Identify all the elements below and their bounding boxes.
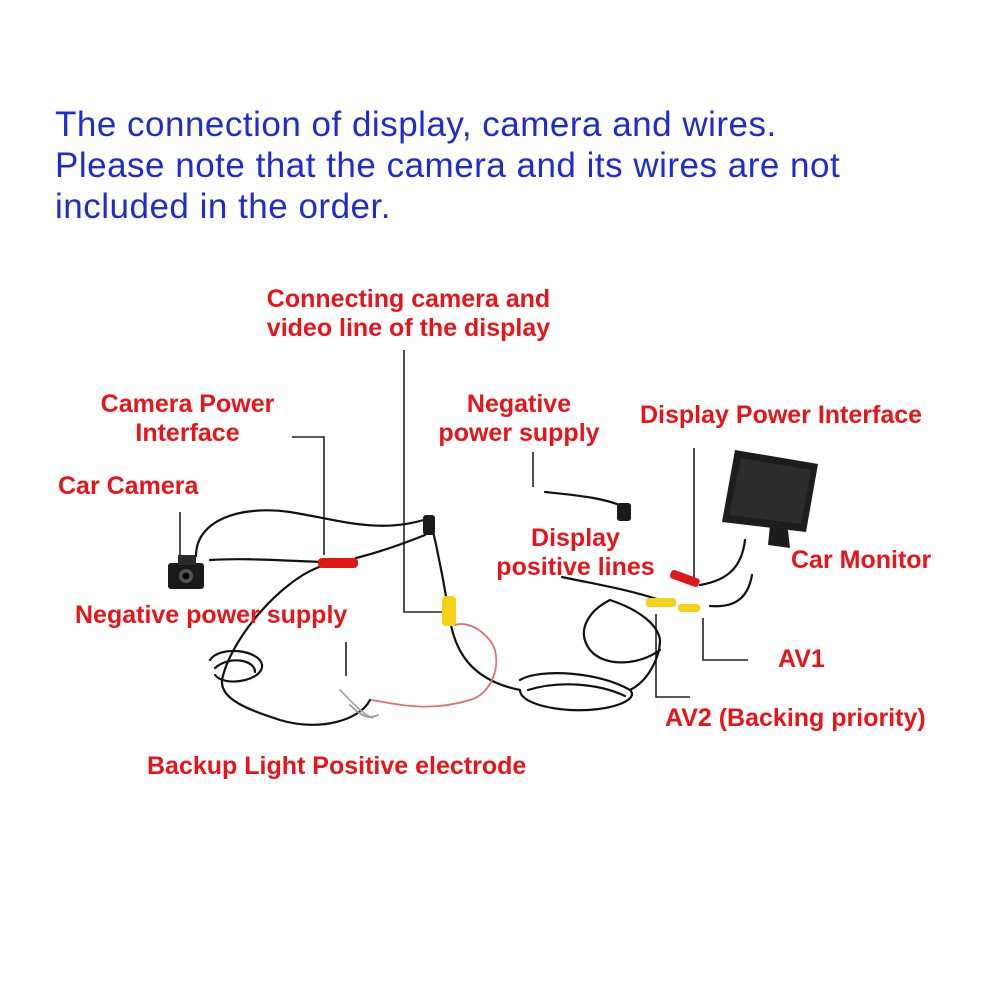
label-display-positive-lines: Display positive lines xyxy=(478,524,673,582)
label-negative-top-1: Negative xyxy=(466,390,572,418)
label-camera-power-1: Camera Power xyxy=(100,390,275,418)
mid-connector xyxy=(423,515,435,535)
label-connecting-video-line: Connecting camera and video line of the … xyxy=(236,285,581,343)
label-negative-power-supply-top: Negative power supply xyxy=(424,390,614,448)
top-connector xyxy=(617,503,631,521)
video-cable-down xyxy=(448,618,522,692)
camera-power-red-plug xyxy=(318,558,358,568)
coil-right xyxy=(518,672,633,712)
leader-connecting-line xyxy=(403,350,444,613)
label-backup-light: Backup Light Positive electrode xyxy=(147,752,527,780)
display-cable-right xyxy=(608,598,662,692)
car-monitor-device xyxy=(722,450,818,548)
label-av1: AV1 xyxy=(778,645,825,673)
label-negative-power-supply-left: Negative power supply xyxy=(75,601,348,629)
label-display-power-interface: Display Power Interface xyxy=(640,401,923,429)
label-camera-power-2: Interface xyxy=(135,419,240,447)
leader-camera-power xyxy=(292,436,325,555)
display-yellow-plug xyxy=(646,598,676,607)
leader-av2 xyxy=(655,614,690,698)
loop-coil-left-2 xyxy=(213,659,257,674)
display-red-plug xyxy=(670,569,700,587)
monitor-cable-2 xyxy=(708,573,754,608)
display-lower-wire xyxy=(560,575,662,602)
title-line-3: included in the order. xyxy=(55,187,391,226)
display-yellow-plug-2 xyxy=(678,604,700,612)
video-yellow-plug xyxy=(442,596,456,626)
label-camera-power-interface: Camera Power Interface xyxy=(75,390,300,448)
label-connecting-line-2: video line of the display xyxy=(266,314,551,342)
title-line-1: The connection of display, camera and wi… xyxy=(55,105,777,144)
label-display-positive-2: positive lines xyxy=(496,553,655,581)
label-display-positive-1: Display xyxy=(531,524,620,552)
coil-right-2 xyxy=(526,683,627,698)
loop-coil-left xyxy=(208,649,264,683)
title-line-2: Please note that the camera and its wire… xyxy=(55,146,841,185)
backup-light-wires xyxy=(339,623,498,719)
leader-lines xyxy=(179,350,748,698)
label-car-camera: Car Camera xyxy=(58,472,199,500)
monitor-cable xyxy=(698,538,747,587)
camera-cable xyxy=(194,509,432,558)
car-camera-device xyxy=(168,555,204,589)
leader-av1 xyxy=(702,618,748,661)
camera-power-cable xyxy=(208,558,324,564)
loop-cable-left xyxy=(220,564,372,726)
label-connecting-line-1: Connecting camera and xyxy=(266,285,551,313)
camera-power-lead xyxy=(354,533,427,560)
label-negative-top-2: power supply xyxy=(438,419,600,447)
mid-wire xyxy=(582,598,662,664)
label-av2: AV2 (Backing priority) xyxy=(665,704,926,732)
label-car-monitor: Car Monitor xyxy=(791,546,932,574)
diagram-title: The connection of display, camera and wi… xyxy=(55,104,985,227)
connectors xyxy=(318,503,700,626)
